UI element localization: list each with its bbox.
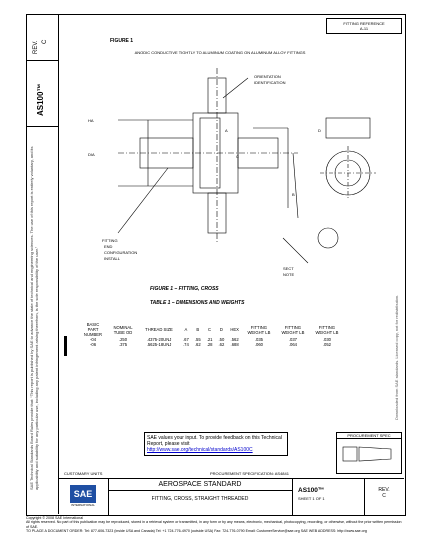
label-configuration: CONFIGURATION	[104, 250, 138, 255]
cell: .5625-18UNJ	[146, 342, 172, 347]
sae-logo-sub: INTERNATIONAL	[71, 503, 95, 507]
th-d: D	[219, 327, 223, 332]
rev-cell: REV. C	[364, 479, 404, 515]
top-right-ref-box: FITTING REFERENCE A-11	[326, 18, 402, 34]
cell: .21	[206, 337, 213, 342]
sheet-number: SHEET 1 OF 1	[298, 496, 325, 501]
cell: .688	[230, 342, 239, 347]
proc-spec-label: PROCUREMENT SPEC	[337, 433, 401, 439]
label-b: B	[292, 192, 295, 197]
number-cell: AS100™ SHEET 1 OF 1	[292, 479, 365, 515]
left-strip	[26, 14, 59, 514]
proc-spec-box: PROCUREMENT SPEC	[336, 432, 402, 474]
top-right-ref-line2: A-11	[359, 26, 369, 31]
cell: .50	[218, 337, 225, 342]
label-end: END	[104, 244, 113, 249]
doc-number-box: AS100™	[26, 60, 58, 127]
title-rev-label: REV.	[378, 487, 390, 493]
page-frame	[26, 14, 406, 516]
th-tube: NOMINAL TUBE OD	[113, 324, 133, 335]
cell: .052	[322, 342, 332, 347]
th-c: C	[208, 327, 212, 332]
proc-spec-drawing	[342, 446, 392, 462]
title-rev-value: C	[382, 493, 386, 499]
cell: -04	[89, 337, 97, 342]
th-weight-3: FITTING WEIGHT LB	[315, 324, 339, 335]
cell: .250	[118, 337, 128, 342]
footer: Copyright © 2008 SAE International All r…	[26, 516, 404, 534]
cell: .562	[230, 337, 239, 342]
procurement-spec: PROCUREMENT SPECIFICATION: AS4841	[210, 471, 289, 476]
table-row: -04 .250 .4375-20UNJ .67 .55 .21 .50 .56…	[78, 337, 344, 342]
table-header-row: BASIC PART NUMBER NOMINAL TUBE OD THREAD…	[78, 322, 344, 337]
cell: .030	[322, 337, 332, 342]
revision-bar	[64, 336, 67, 356]
cell: .060	[254, 342, 264, 347]
th-a: A	[184, 327, 188, 332]
cell: .4375-20UNJ	[146, 337, 172, 342]
figure-label-top: FIGURE 1	[110, 38, 134, 44]
label-note: NOTE	[283, 272, 295, 277]
dimensions-table: BASIC PART NUMBER NOMINAL TUBE OD THREAD…	[78, 322, 344, 347]
rev-value: C	[42, 39, 48, 44]
rev-box: REV. C	[26, 14, 58, 61]
th-b: B	[196, 327, 200, 332]
title-doc-number: AS100™	[298, 487, 325, 494]
title-block: SAE INTERNATIONAL AEROSPACE STANDARD FIT…	[58, 478, 404, 515]
th-weight-1: FITTING WEIGHT LB	[247, 324, 271, 335]
doc-number: AS100™	[36, 83, 45, 116]
sae-logo: SAE	[70, 485, 96, 503]
label-c: C	[236, 154, 239, 159]
cell: .28	[206, 342, 213, 347]
side-stamp: Downloaded from SAE standards. Licensed …	[394, 294, 399, 420]
th-thread: THREAD SIZE	[145, 327, 173, 332]
table-title: TABLE 1 – DIMENSIONS AND WEIGHTS	[150, 300, 245, 306]
cell: .74	[183, 342, 189, 347]
cell: .037	[288, 337, 298, 342]
figure-caption: FIGURE 1 – FITTING, CROSS	[150, 286, 219, 292]
footer-rights: All rights reserved. No part of this pub…	[26, 520, 402, 529]
feedback-link[interactable]: http://www.sae.org/technical/standards/A…	[147, 447, 253, 453]
label-a: A	[225, 128, 228, 133]
cell: .62	[218, 342, 225, 347]
footer-order: TO PLACE A DOCUMENT ORDER: Tel: 877-606-…	[26, 529, 367, 534]
left-strip-disclaimer: SAE Technical Standards Board Rules prov…	[29, 146, 39, 490]
fitting-drawing	[117, 68, 376, 264]
rev-label: REV.	[33, 40, 39, 54]
th-part: BASIC PART NUMBER	[83, 322, 103, 337]
cell: .035	[254, 337, 264, 342]
label-d: D	[318, 128, 321, 133]
label-dia: DIA	[88, 152, 95, 157]
cell: .62	[194, 342, 201, 347]
footer-copyright: Copyright © 2008 SAE International	[26, 516, 83, 520]
label-ha: HA	[88, 118, 94, 123]
sae-logo-cell: SAE INTERNATIONAL	[58, 479, 109, 515]
customary-units: CUSTOMARY UNITS	[64, 471, 103, 476]
callout-orientation: ORIENTATION	[254, 74, 281, 79]
label-sect: SECT	[283, 266, 294, 271]
top-right-ref-line1: FITTING REFERENCE	[343, 21, 385, 26]
label-install: INSTALL	[104, 256, 120, 261]
th-weight-2: FITTING WEIGHT LB	[281, 324, 305, 335]
cell: -06	[89, 342, 97, 347]
figure-heading: ANODIC CONDUCTIVE TIGHTLY TO ALUMINUM CO…	[134, 50, 306, 55]
cell: .375	[118, 342, 128, 347]
cell: .55	[194, 337, 201, 342]
aerospace-standard: AEROSPACE STANDARD	[108, 479, 292, 491]
table-row: -06 .375 .5625-18UNJ .74 .62 .28 .62 .68…	[78, 342, 344, 347]
document-title: FITTING, CROSS, STRAIGHT THREADED	[151, 496, 249, 502]
feedback-box: SAE values your input. To provide feedba…	[144, 432, 288, 456]
callout-identification: IDENTIFICATION	[254, 80, 286, 85]
title-cell: AEROSPACE STANDARD FITTING, CROSS, STRAI…	[108, 479, 293, 515]
th-hex: HEX	[230, 327, 239, 332]
feedback-text: SAE values your input. To provide feedba…	[147, 435, 282, 447]
cell: .064	[288, 342, 298, 347]
cell: .67	[183, 337, 189, 342]
label-fitting: FITTING	[102, 238, 118, 243]
